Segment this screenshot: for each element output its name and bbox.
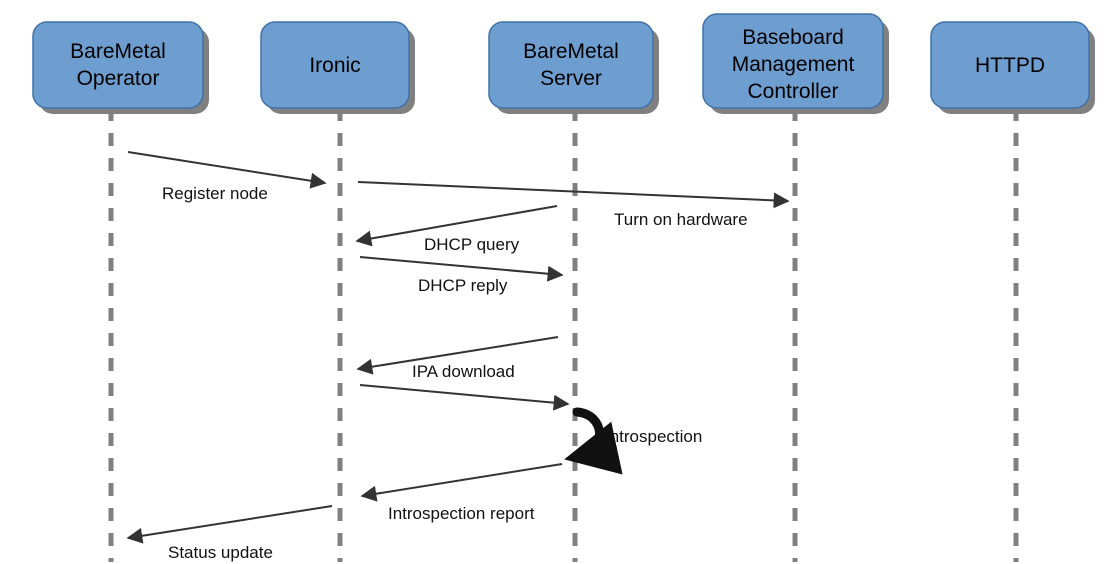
messages-group: Register node Turn on hardware DHCP quer…	[126, 151, 790, 562]
participant-box	[930, 21, 1090, 109]
message-label: DHCP query	[424, 235, 520, 254]
message-status-update[interactable]: Status update	[126, 505, 333, 562]
participant-box	[702, 13, 884, 109]
message-label: Register node	[162, 184, 268, 203]
message-label: IPA download	[412, 362, 515, 381]
message-arrow-line	[360, 463, 563, 502]
message-arrow-line	[127, 151, 327, 189]
message-introspection-report[interactable]: Introspection report	[360, 463, 563, 523]
participant-boxes-group: BareMetal Operator Ironic BareMetal Serv…	[32, 13, 1095, 114]
self-loop-arrow	[564, 407, 623, 475]
participant-label: Ironic	[309, 54, 360, 77]
participant-label: HTTPD	[975, 54, 1045, 77]
participant-label: Management	[732, 53, 855, 76]
message-label: Turn on hardware	[614, 210, 748, 229]
participant-label: Operator	[77, 67, 160, 90]
participant-box	[260, 21, 410, 109]
message-label: Introspection report	[388, 504, 535, 523]
message-ipa-serve[interactable]	[359, 384, 570, 411]
message-turn-on-hardware[interactable]: Turn on hardware	[357, 181, 790, 229]
message-introspection[interactable]: Introspection	[564, 407, 702, 475]
participant-httpd[interactable]: HTTPD	[930, 21, 1095, 114]
message-dhcp-reply[interactable]: DHCP reply	[359, 256, 564, 295]
lifelines-group	[108, 108, 1019, 562]
participant-label: Controller	[747, 80, 838, 103]
participant-label: Baseboard	[742, 26, 844, 49]
participant-box	[488, 21, 654, 109]
participant-baseboard-management-controller[interactable]: Baseboard Management Controller	[702, 13, 889, 114]
message-label: Introspection	[605, 427, 702, 446]
message-arrow-line	[126, 505, 333, 544]
message-register-node[interactable]: Register node	[127, 151, 327, 203]
message-label: DHCP reply	[418, 276, 508, 295]
message-ipa-download[interactable]: IPA download	[356, 336, 559, 381]
message-arrow-line	[356, 336, 559, 375]
participant-baremetal-server[interactable]: BareMetal Server	[488, 21, 659, 114]
message-arrow-line	[355, 205, 558, 247]
message-dhcp-query[interactable]: DHCP query	[355, 205, 558, 254]
participant-box	[32, 21, 204, 109]
participant-ironic[interactable]: Ironic	[260, 21, 415, 114]
message-arrow-line	[357, 181, 790, 209]
message-arrow-line	[359, 384, 570, 411]
message-arrow-line	[359, 256, 564, 282]
participant-label: BareMetal	[70, 40, 166, 63]
participant-baremetal-operator[interactable]: BareMetal Operator	[32, 21, 209, 114]
message-label: Status update	[168, 543, 273, 562]
participant-label: Server	[540, 67, 602, 90]
participant-label: BareMetal	[523, 40, 619, 63]
